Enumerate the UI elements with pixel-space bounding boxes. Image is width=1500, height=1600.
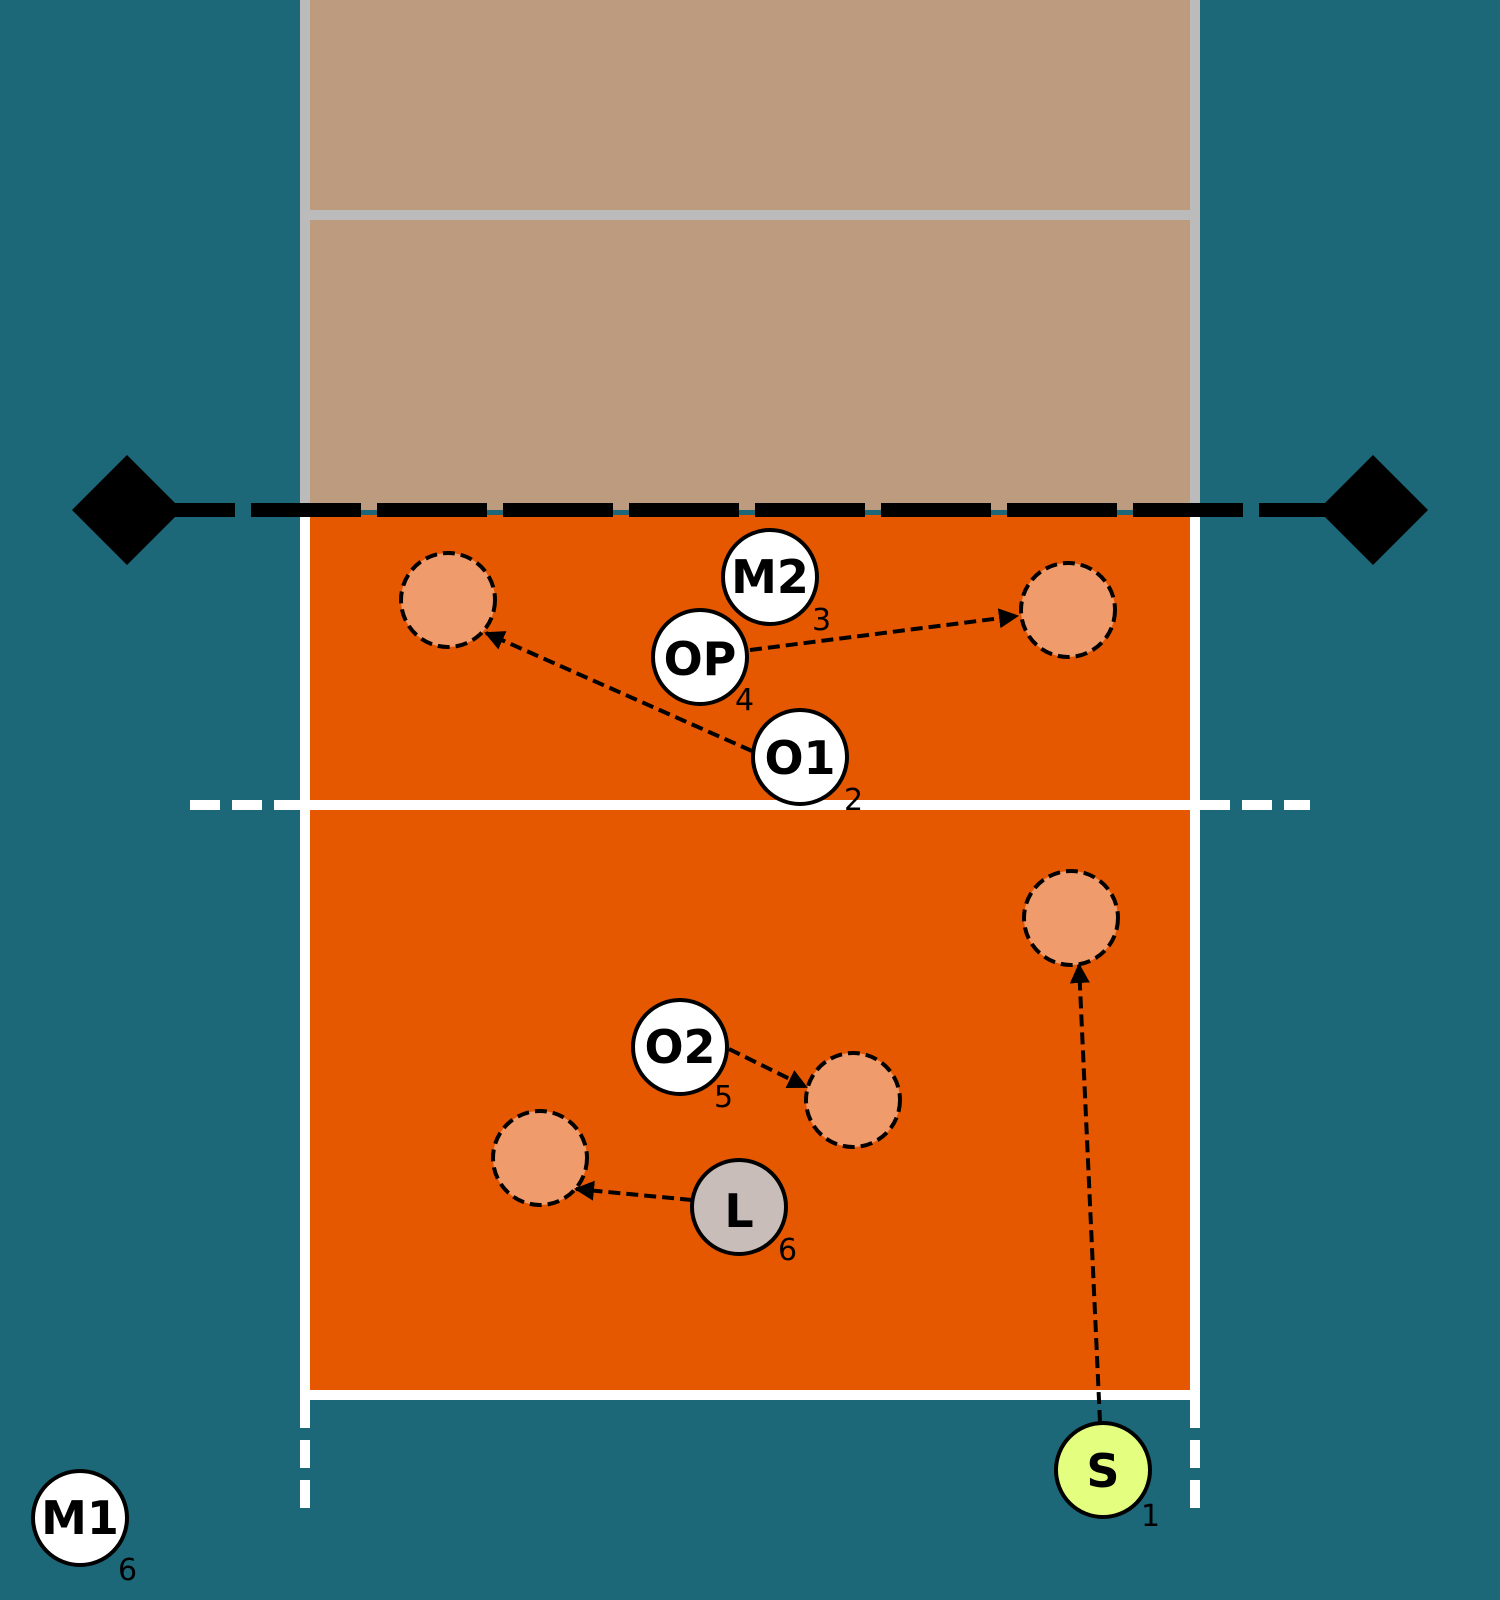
target-back-left (491, 1109, 589, 1207)
target-front-left (399, 551, 497, 649)
player-op[interactable]: OP 4 (651, 608, 754, 718)
player-token (1054, 1421, 1152, 1519)
arrow-l (574, 1180, 693, 1202)
player-token (31, 1469, 129, 1567)
target-back-middle (804, 1051, 902, 1149)
arrow-op (749, 608, 1019, 652)
player-number: 6 (118, 1553, 137, 1588)
net-post-left (72, 455, 182, 565)
player-label: S (1086, 1444, 1119, 1498)
arrow-o2 (728, 1047, 808, 1089)
player-number: 3 (812, 603, 831, 638)
player-token (690, 1158, 788, 1256)
player-number: 6 (778, 1233, 797, 1268)
target-front-right (1019, 561, 1117, 659)
opponent-court-surface (305, 0, 1195, 510)
target-positions (399, 551, 1120, 1207)
player-l[interactable]: L 6 (690, 1158, 797, 1268)
arrow-o1 (484, 631, 753, 753)
player-label: L (724, 1184, 753, 1238)
player-m2[interactable]: M2 3 (721, 528, 831, 638)
player-number: 5 (714, 1080, 733, 1115)
player-o1[interactable]: O1 2 (751, 708, 863, 818)
player-token (651, 608, 749, 706)
player-label: O2 (644, 1020, 715, 1074)
player-label: M2 (731, 550, 809, 604)
player-number: 2 (844, 783, 863, 818)
player-token (721, 528, 819, 626)
arrow-s (1069, 963, 1102, 1423)
player-number: 4 (735, 683, 754, 718)
player-label: OP (664, 632, 737, 686)
opponent-court (300, 0, 1200, 510)
player-s[interactable]: S 1 (1054, 1421, 1160, 1534)
player-m1[interactable]: M1 6 (31, 1469, 137, 1588)
movement-arrows (484, 608, 1102, 1423)
player-label: O1 (764, 731, 835, 785)
player-label: M1 (41, 1491, 119, 1545)
player-number: 1 (1141, 1499, 1160, 1534)
target-back-right (1022, 869, 1120, 967)
own-court (190, 515, 1310, 1512)
player-o2[interactable]: O2 5 (631, 998, 733, 1115)
player-token (631, 998, 729, 1096)
net (72, 455, 1428, 565)
player-token (751, 708, 849, 806)
net-post-right (1318, 455, 1428, 565)
